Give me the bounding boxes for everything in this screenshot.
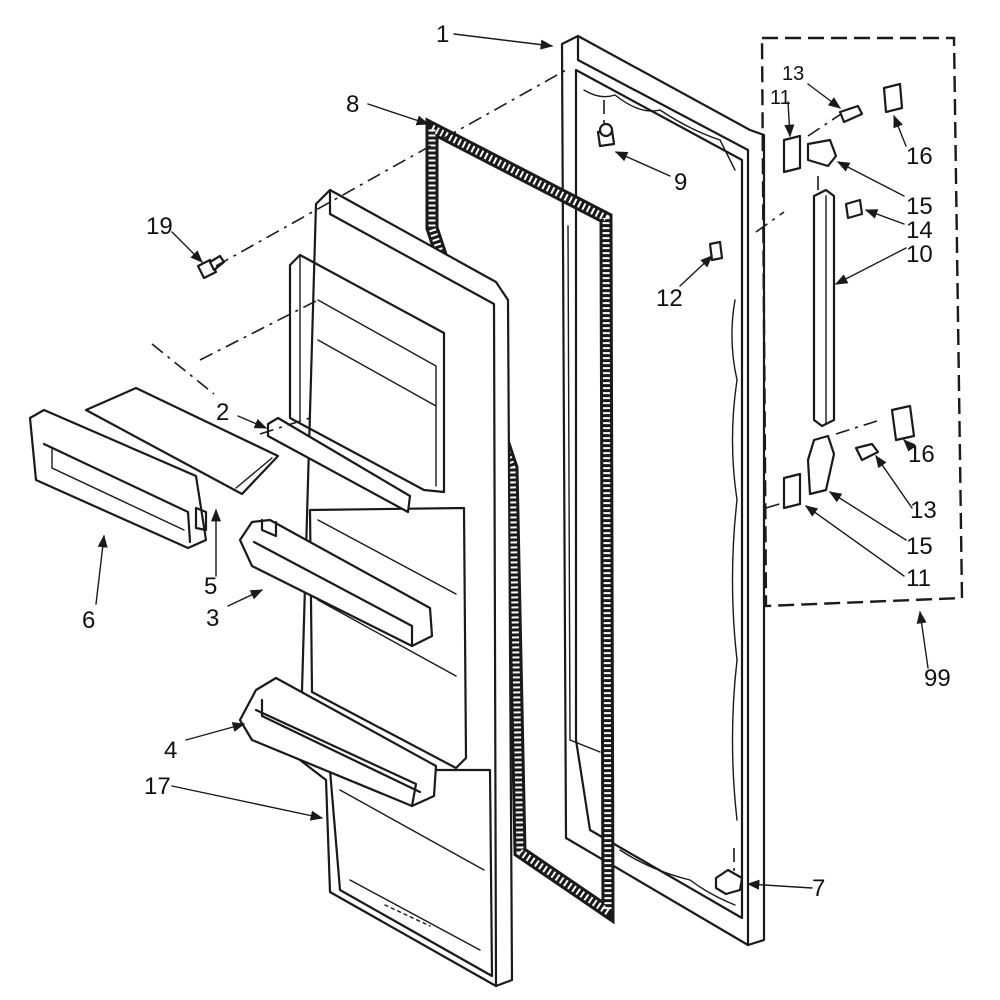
- callout-13-upper: 13: [782, 63, 804, 85]
- screw-13-lower: [854, 442, 880, 462]
- callout-10: 10: [906, 241, 933, 268]
- callout-3: 3: [206, 605, 219, 632]
- callout-7: 7: [812, 875, 825, 902]
- door-bin-4: [238, 676, 438, 808]
- callout-1: 1: [436, 21, 449, 48]
- callout-15-upper: 15: [906, 193, 933, 220]
- hinge-15-upper: [806, 138, 838, 168]
- dairy-door-5: [84, 386, 280, 496]
- door-gasket: [425, 117, 615, 925]
- door-bin-3: [238, 518, 434, 648]
- door-inner-liner: [288, 188, 514, 988]
- callout-15-lower: 15: [906, 533, 933, 560]
- plug-7: [714, 868, 744, 896]
- callout-17: 17: [144, 773, 171, 800]
- hinge-bar-10: [812, 188, 836, 428]
- screw-19: [196, 254, 226, 280]
- callout-13-lower: 13: [910, 497, 937, 524]
- callout-99: 99: [924, 665, 951, 692]
- clip-12: [708, 240, 724, 262]
- cap-16-lower: [890, 404, 916, 442]
- hinge-kit-box-99: [760, 36, 964, 608]
- hinge-plate-11-upper: [782, 134, 802, 174]
- callout-4: 4: [164, 737, 177, 764]
- callout-16-lower: 16: [908, 441, 935, 468]
- callout-16-upper: 16: [906, 143, 933, 170]
- callout-8: 8: [346, 91, 359, 118]
- callout-11-lower: 11: [906, 565, 931, 592]
- shelf-trim-2: [266, 416, 412, 514]
- cap-16-upper: [882, 82, 904, 114]
- hinge-15-lower: [806, 434, 836, 496]
- screw-13-upper: [838, 104, 864, 124]
- callout-12: 12: [656, 285, 683, 312]
- shim-14: [844, 198, 864, 220]
- hinge-plate-11-lower: [782, 472, 802, 510]
- callout-5: 5: [204, 573, 217, 600]
- callout-6: 6: [82, 607, 95, 634]
- callout-14: 14: [906, 217, 933, 244]
- dairy-compartment-6: [28, 408, 208, 550]
- callout-11-upper: 11: [770, 87, 791, 109]
- leader-lines: [95, 33, 929, 890]
- door-stop-9: [596, 122, 616, 148]
- callout-2: 2: [216, 399, 229, 426]
- callout-labels: 1 8 9 19 12 2 5 3 6 4 17 7 99 13 11 16 1…: [82, 21, 951, 902]
- callout-9: 9: [674, 169, 687, 196]
- callout-19: 19: [146, 213, 173, 240]
